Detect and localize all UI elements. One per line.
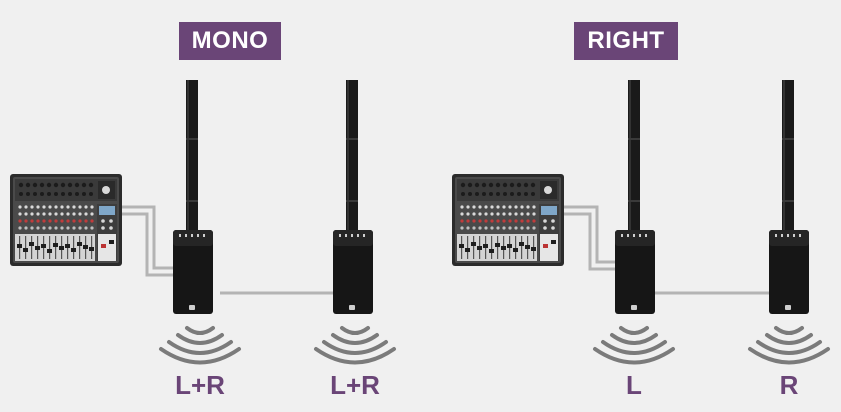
mode-badge-right: RIGHT [574,22,678,60]
mixer-console-icon [10,174,122,266]
column-speaker-icon [769,80,809,314]
sound-waves-icon [748,326,830,365]
channel-label: R [779,370,799,400]
column-speaker-icon [333,80,373,314]
setup-right [452,80,830,365]
mode-badge-mono: MONO [179,22,281,60]
column-speaker-icon [615,80,655,314]
sound-waves-icon [159,326,241,365]
column-speaker-icon [173,80,213,314]
setup-mono [10,80,396,365]
mixer-console-icon [452,174,564,266]
audio-cable [120,205,342,295]
channel-label: L [626,370,642,400]
channel-label: L+R [175,370,225,400]
sound-waves-icon [593,326,675,365]
audio-cable [562,205,772,295]
channel-label: L+R [330,370,380,400]
sound-waves-icon [314,326,396,365]
